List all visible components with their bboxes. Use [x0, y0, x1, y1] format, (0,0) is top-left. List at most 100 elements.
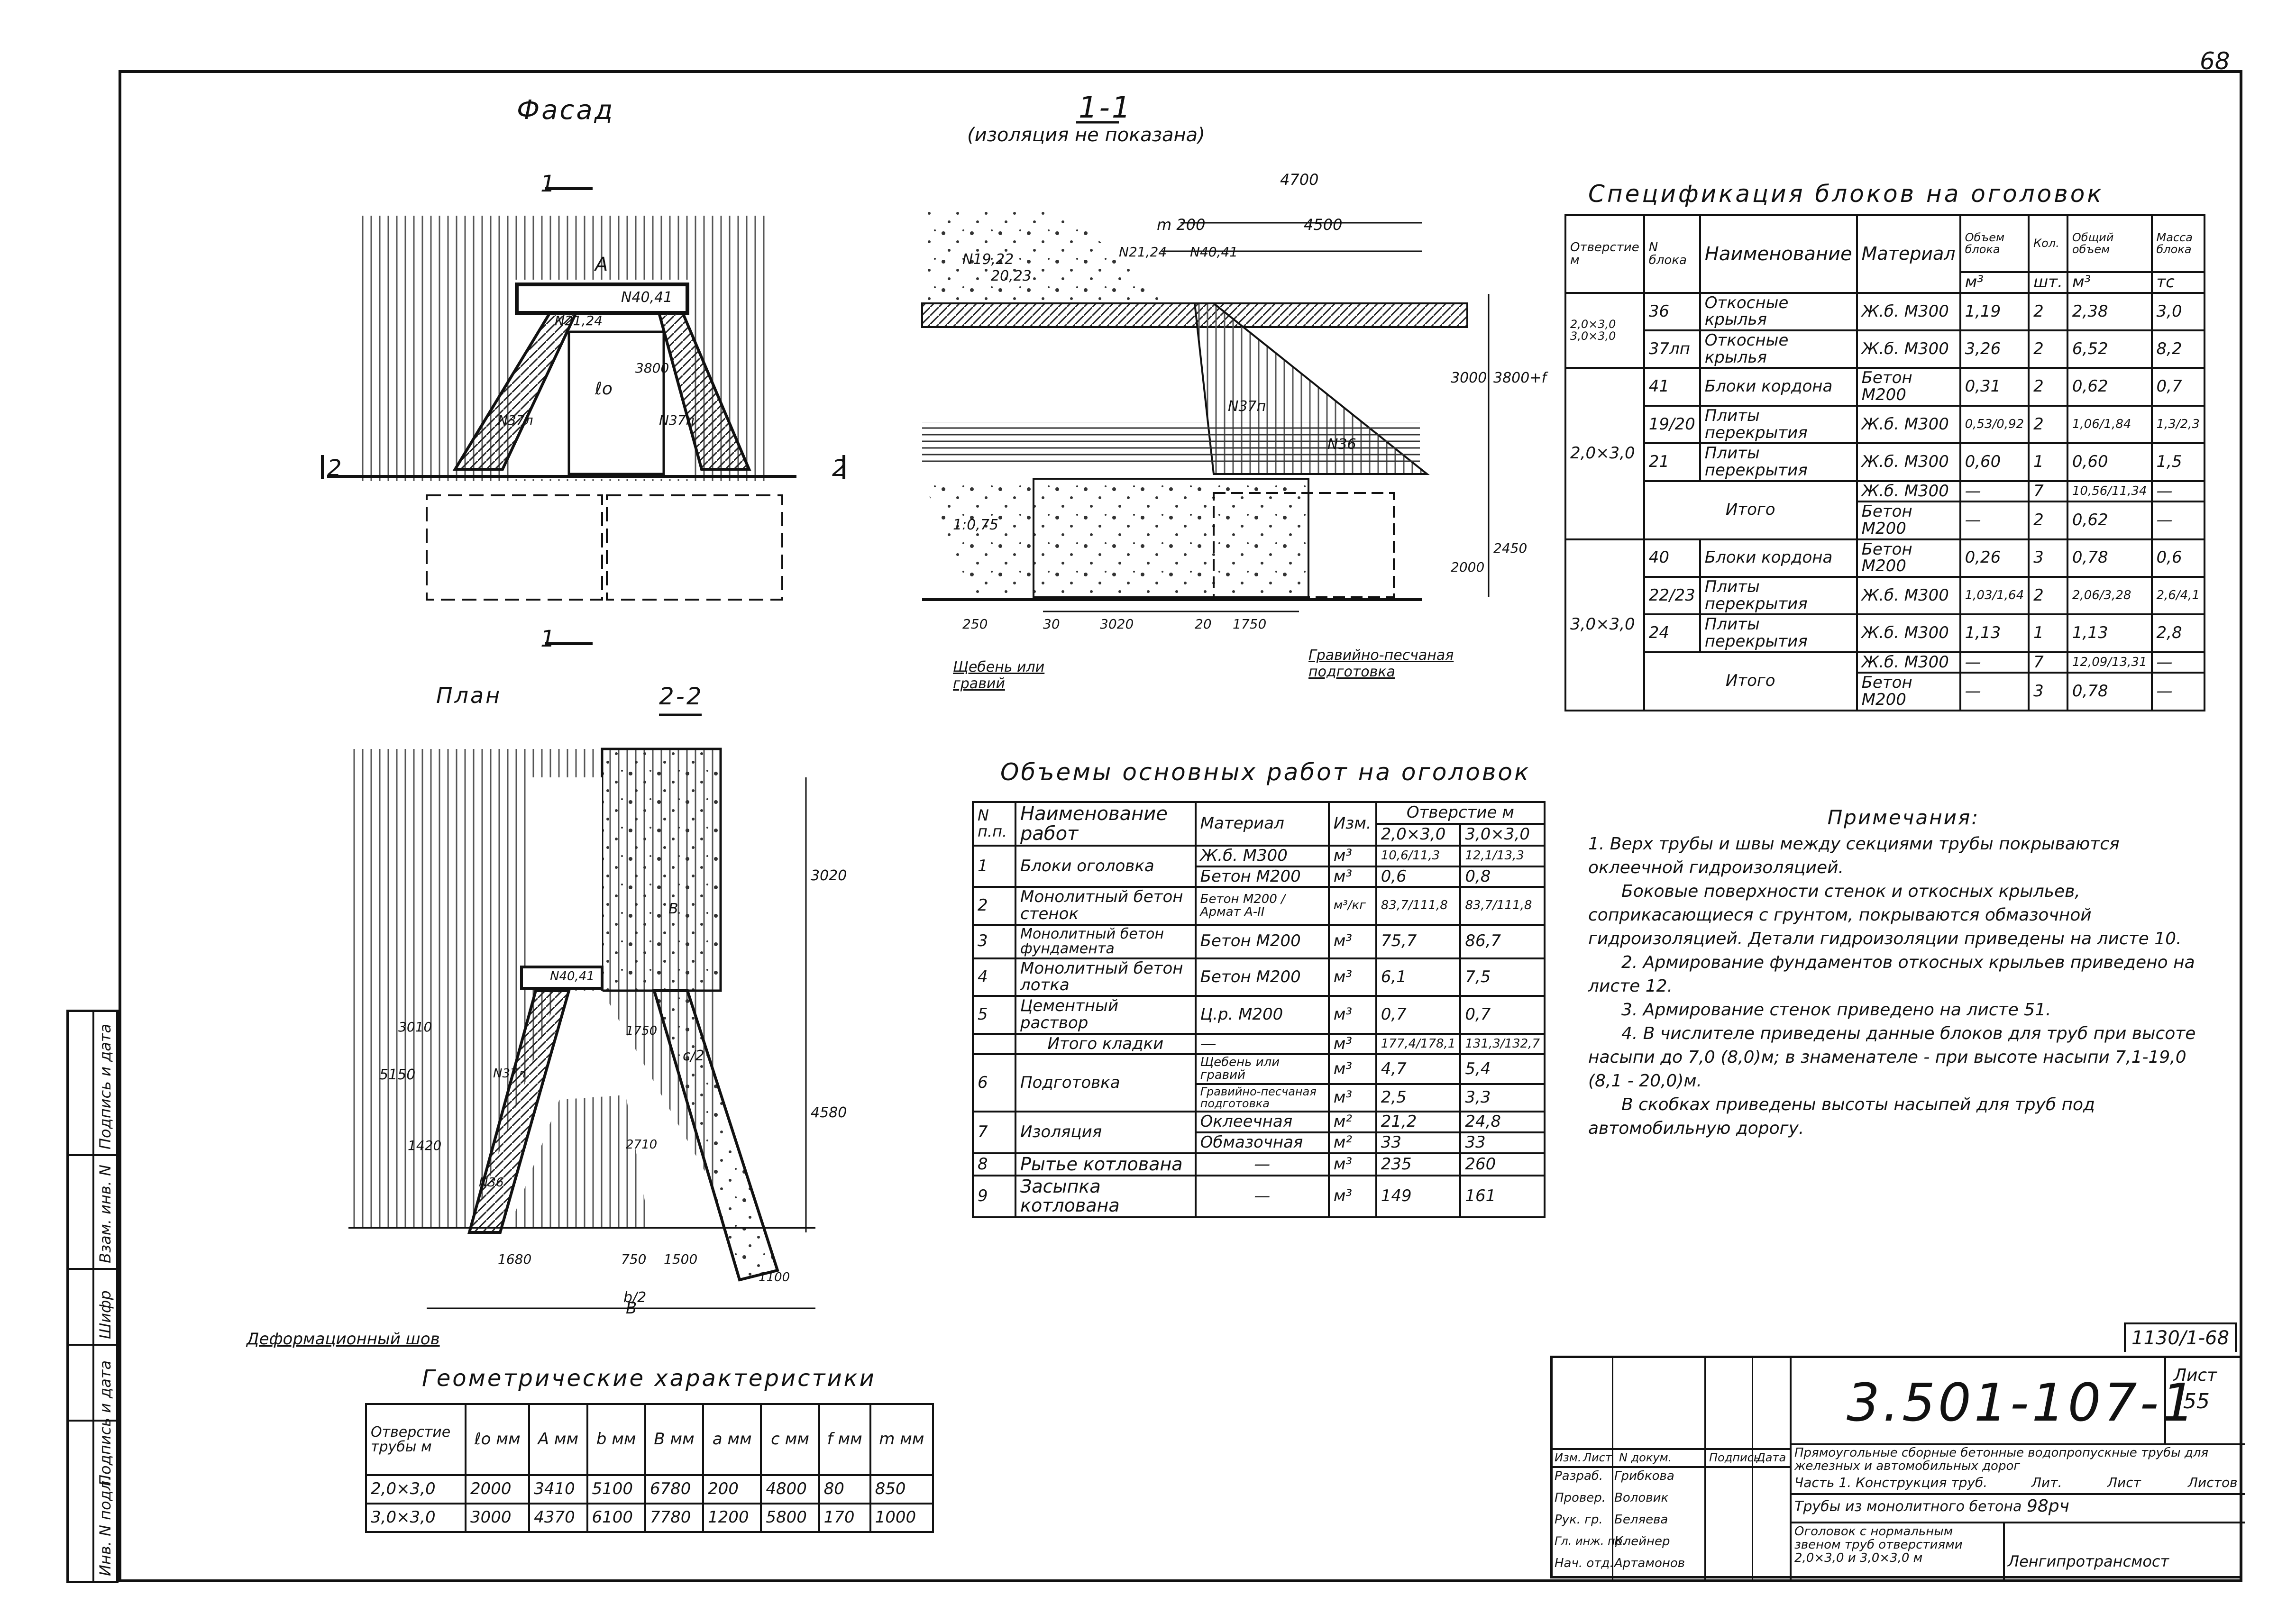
drawing-label: 3800+f — [1493, 370, 1547, 386]
cell: 3000 — [464, 1503, 531, 1533]
cell: Бетон М200 — [1856, 672, 1961, 711]
th-unit: шт. — [2028, 271, 2068, 294]
cell: 7 — [2028, 651, 2068, 674]
person: Грибкова — [1614, 1469, 1674, 1483]
col-head: N докум. — [1619, 1451, 1672, 1464]
cell: 235 — [1375, 1152, 1462, 1177]
cell: 2 — [2028, 501, 2068, 540]
drawing-label: 2450 — [1493, 540, 1528, 556]
cut-label: 2 — [327, 455, 342, 482]
cell: 0,6 — [2150, 538, 2205, 578]
cell: Монолитный бетон фундамента — [1015, 923, 1197, 959]
cell: 1 — [972, 844, 1016, 888]
cell: 0,60 — [2066, 442, 2153, 482]
cell: 2,06/3,28 — [2066, 575, 2153, 616]
side-strip: Подпись и дата Взам. инв. N Шифр Подпись… — [66, 1010, 119, 1583]
drawing-label: N40,41 — [1190, 244, 1238, 260]
drawing-label: 250 — [962, 616, 988, 632]
drawing-label: 750 — [621, 1251, 647, 1267]
cell: 0,62 — [2066, 501, 2153, 540]
th-opening: Отверстие м — [1375, 801, 1546, 825]
volumes-table: N п.п. Наименование работ Материал Изм. … — [972, 801, 1546, 1219]
drawing-label: 2000 — [1451, 559, 1485, 575]
cell: 0,8 — [1459, 865, 1546, 888]
person: Беляева — [1614, 1513, 1668, 1527]
cell: 6,52 — [2066, 329, 2153, 369]
cell: 2 — [2028, 292, 2068, 332]
note-item: 2. Армирование фундаментов откосных крыл… — [1588, 953, 2195, 996]
cell: м³ — [1327, 1032, 1377, 1056]
cell: м³ — [1327, 1053, 1377, 1085]
drawing-label: 3800 — [635, 360, 669, 376]
cell: 2,8 — [2150, 613, 2205, 653]
cell: 2,38 — [2066, 292, 2153, 332]
th-cell: m мм — [869, 1403, 934, 1476]
cell: м³ — [1327, 1175, 1377, 1219]
cell: 10,56/11,34 — [2066, 480, 2153, 503]
cell: 0,78 — [2066, 672, 2153, 711]
cell: 80 — [818, 1474, 871, 1504]
cell: м³ — [1327, 995, 1377, 1035]
drawing-label: 1:0,75 — [953, 517, 998, 533]
cell: 7780 — [644, 1503, 704, 1533]
cell: 33 — [1459, 1131, 1546, 1154]
cell: 86,7 — [1459, 923, 1546, 959]
cell: 83,7/111,8 — [1459, 886, 1546, 926]
cell: Ж.б. М300 — [1856, 613, 1961, 653]
drawing-label: N36 — [479, 1176, 504, 1190]
cell: 1 — [2028, 442, 2068, 482]
subject: Трубы из монолитного бетона — [1794, 1498, 2022, 1515]
cell: 7,5 — [1459, 957, 1546, 997]
cell: Откосные крылья — [1699, 292, 1858, 332]
section-1-1-note: (изоляция не показана) — [967, 124, 1205, 146]
cell: 1,06/1,84 — [2066, 404, 2153, 445]
notes-block: Примечания: 1. Верх трубы и швы между се… — [1588, 806, 2219, 1140]
part: Часть 1. Конструкция труб. — [1794, 1475, 1988, 1490]
drawing-label: b/2 — [623, 1289, 647, 1306]
cell: м³ — [1327, 865, 1377, 888]
cell: 1,13 — [2066, 613, 2153, 653]
cell: — — [1959, 651, 2030, 674]
cell: 22/23 — [1643, 575, 1701, 616]
col-head: Лист — [1583, 1451, 1612, 1464]
cell: 2,6/4,1 — [2150, 575, 2205, 616]
cell: Монолитный бетон стенок — [1015, 886, 1197, 926]
group-label: 2,0×3,0 — [1564, 367, 1645, 540]
cell: 21 — [1643, 442, 1701, 482]
cell: 19/20 — [1643, 404, 1701, 445]
cell: Бетон М200 — [1856, 501, 1961, 540]
th-vol-block: Объем блока — [1959, 214, 2030, 273]
th-cell: b мм — [586, 1403, 646, 1476]
ref-number: 1130/1-68 — [2124, 1322, 2237, 1352]
head-title: Оголовок с нормальным звеном труб отверс… — [1794, 1524, 1963, 1565]
cell: 6,1 — [1375, 957, 1462, 997]
cell: Ж.б. М300 — [1856, 292, 1961, 332]
title-main: Прямоугольные сборные бетонные водопропу… — [1794, 1446, 2209, 1473]
th-vol-total: Общий объем — [2066, 214, 2153, 273]
drawing-label: 2710 — [626, 1138, 658, 1152]
cell: Оклеечная — [1194, 1111, 1330, 1133]
cell: — — [1194, 1032, 1330, 1056]
cell: 1200 — [702, 1503, 762, 1533]
drawing-label: m 200 — [1157, 216, 1206, 234]
cell: 200 — [702, 1474, 762, 1504]
drawing-label: 1750 — [626, 1024, 658, 1038]
th-material: Материал — [1194, 801, 1330, 847]
cell: — — [1194, 1152, 1330, 1177]
cell: Ж.б. М300 — [1856, 651, 1961, 674]
cell: 36 — [1643, 292, 1701, 332]
cell: Бетон М200 — [1856, 538, 1961, 578]
drawing-label: 1420 — [408, 1138, 442, 1153]
cell: — — [1959, 672, 2030, 711]
drawing-label: 3010 — [398, 1019, 432, 1035]
